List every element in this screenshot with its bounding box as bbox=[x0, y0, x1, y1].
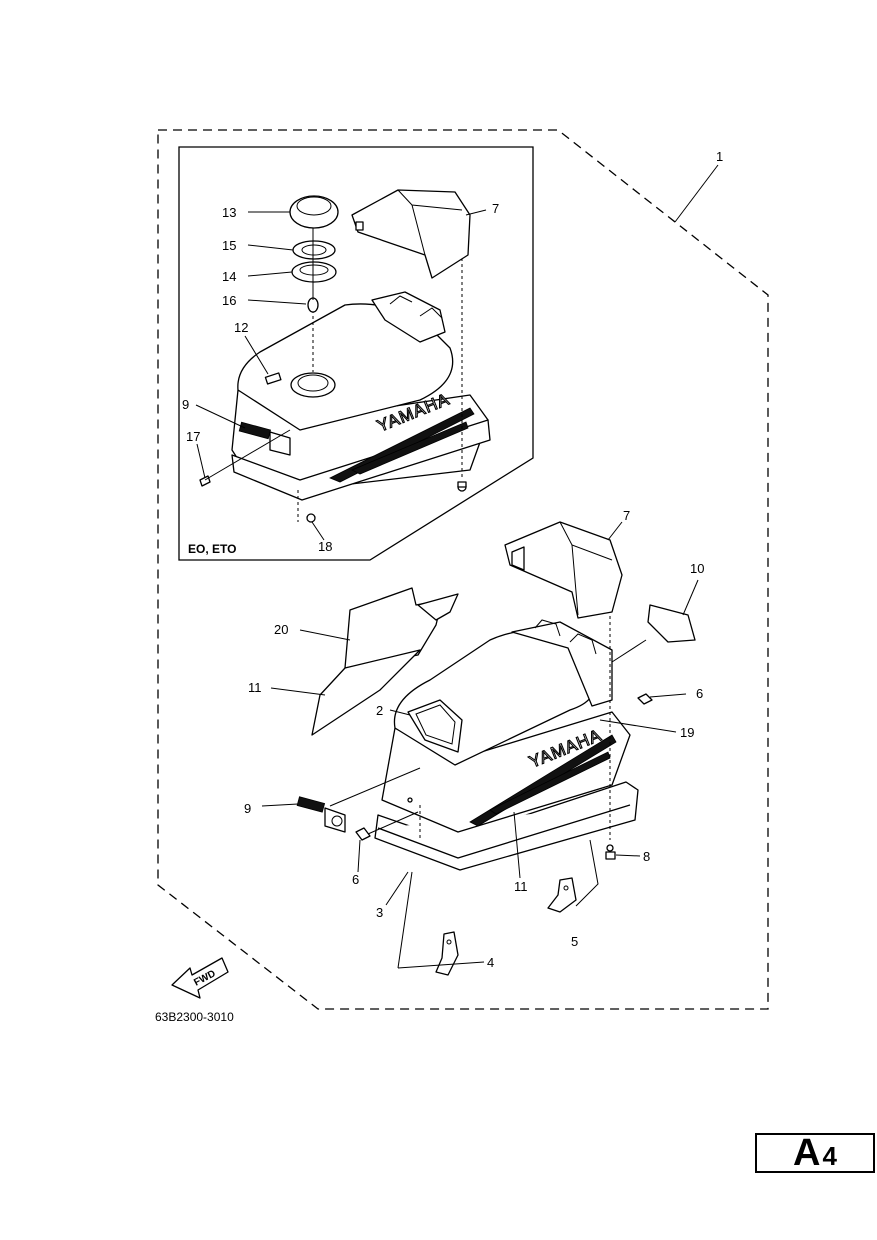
callout-4: 4 bbox=[487, 955, 494, 970]
decal-20-strip bbox=[417, 593, 459, 621]
callout-1: 1 bbox=[716, 149, 723, 164]
callout-20: 20 bbox=[274, 622, 288, 637]
callout-3: 3 bbox=[376, 905, 383, 920]
callout-15: 15 bbox=[222, 238, 236, 253]
inset-label: EO, ETO bbox=[188, 542, 236, 556]
drawing-code: 63B2300-3010 bbox=[155, 1010, 234, 1024]
callout-6-right: 6 bbox=[696, 686, 703, 701]
callout-11-left: 11 bbox=[248, 680, 262, 695]
callout-19: 19 bbox=[680, 725, 694, 740]
callout-8: 8 bbox=[643, 849, 650, 864]
bracket-5 bbox=[547, 877, 577, 913]
callout-17: 17 bbox=[186, 429, 200, 444]
bracket-4 bbox=[435, 931, 459, 976]
callout-7-inset: 7 bbox=[492, 201, 499, 216]
callout-9-main: 9 bbox=[244, 801, 251, 816]
callout-11-bottom: 11 bbox=[514, 879, 528, 894]
filler-cap-parts bbox=[289, 195, 339, 313]
callout-5: 5 bbox=[571, 934, 578, 949]
callouts: 1 2 3 4 5 6 6 7 7 8 9 9 10 11 11 12 13 1… bbox=[182, 149, 723, 970]
page-tag-letter: A bbox=[793, 1132, 821, 1174]
callout-9-inset: 9 bbox=[182, 397, 189, 412]
decal-10 bbox=[647, 604, 696, 643]
callout-18: 18 bbox=[318, 539, 332, 554]
callout-6-left: 6 bbox=[352, 872, 359, 887]
inset-rear-cover bbox=[351, 189, 471, 279]
fwd-arrow-icon: FWD bbox=[171, 957, 229, 999]
leader-lines bbox=[195, 164, 719, 969]
main-top-cowling: YAMAHA bbox=[374, 580, 639, 871]
callout-10: 10 bbox=[690, 561, 704, 576]
callout-2: 2 bbox=[376, 703, 383, 718]
inset-top-cowling: YAMAHA bbox=[231, 240, 491, 522]
decal-11-left bbox=[311, 649, 421, 736]
page-tag: A 4 bbox=[755, 1133, 875, 1173]
callout-14: 14 bbox=[222, 269, 236, 284]
main-rear-cover bbox=[504, 521, 623, 619]
main-emblem bbox=[296, 796, 346, 833]
callout-16: 16 bbox=[222, 293, 236, 308]
inset-fasteners bbox=[199, 429, 467, 523]
main-fasteners bbox=[355, 693, 653, 860]
callout-7-main: 7 bbox=[623, 508, 630, 523]
assembly-boundary bbox=[157, 129, 769, 1010]
page-tag-number: 4 bbox=[822, 1141, 837, 1171]
callout-12: 12 bbox=[234, 320, 248, 335]
callout-13: 13 bbox=[222, 205, 236, 220]
